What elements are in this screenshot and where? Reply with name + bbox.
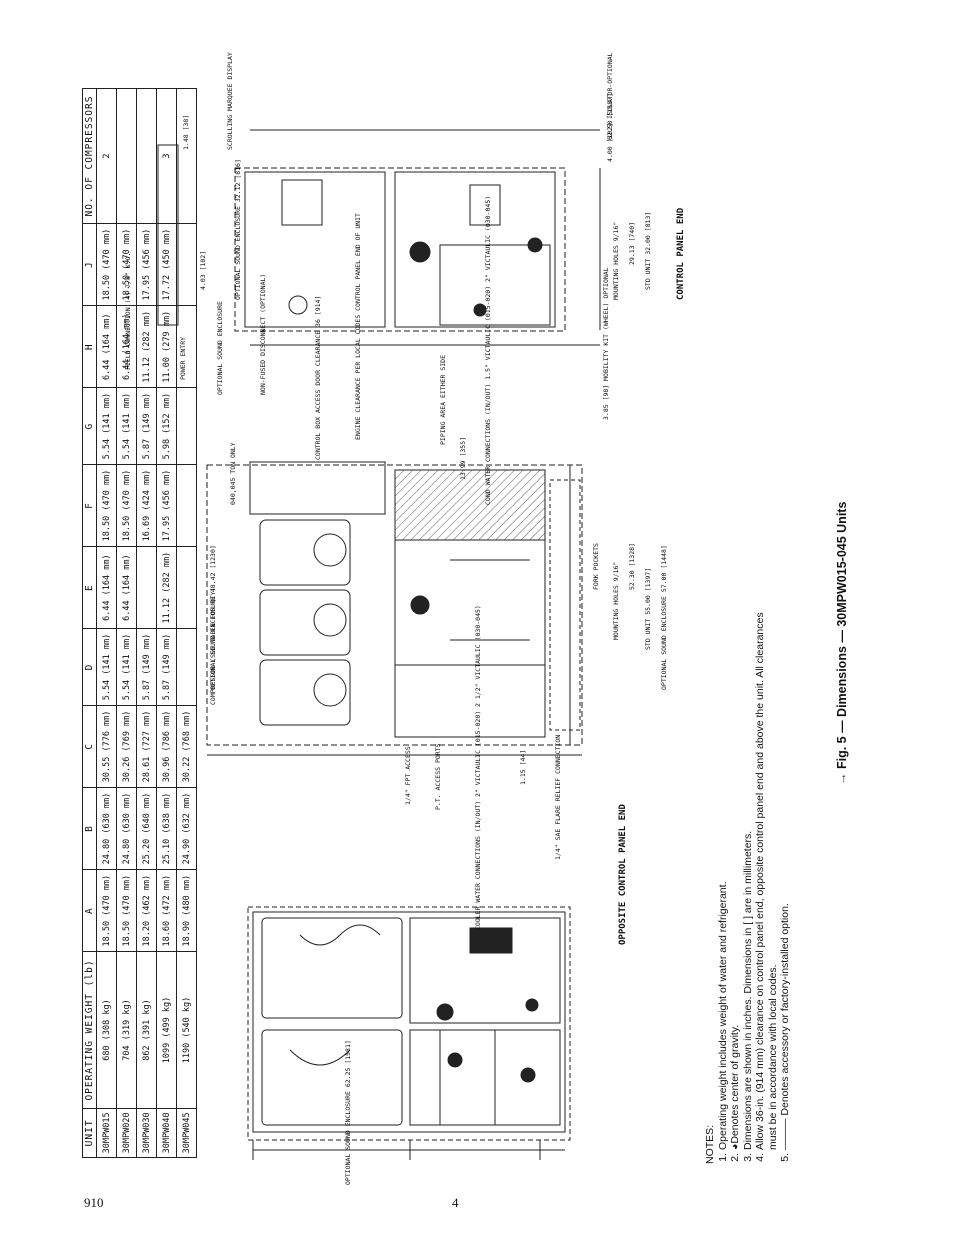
callout-label: 1.15 [44] [519,750,527,785]
note-item: ——— Denotes accessory or factory-install… [779,544,792,1150]
callout-label: MOUNTING HOLES 9/16" [612,222,620,300]
opposite-control-panel-end-view [247,906,571,1160]
side-view [206,461,583,756]
callout-label: FORK POCKETS [592,543,600,590]
notes-heading: NOTES: [704,1124,716,1164]
callout-label: 1/4" FPT ACCESS [404,746,412,805]
opposite-view-title: OPPOSITE CONTROL PANEL END [618,804,628,945]
note-item: Allow 36-in. (914 mm) clearance on contr… [754,590,779,1150]
drawing-callouts: COMPRESSOR (SEE TABLE FOR QTY) 040,045 T… [124,52,668,1185]
callout-label: FIELD CONNECTION (4) 7/8" K.O. [124,253,132,370]
callout-label: 52.30 [1328] [628,543,636,590]
callout-label: SCROLLING MARQUEE DISPLAY [226,52,234,150]
callout-label: 13.99 [355] [459,437,467,480]
callout-label: STD UNIT 32.00 [813] [644,212,652,290]
callout-label: OPTIONAL SOUND ENCLOSURE 32.12 [816] [234,159,242,300]
callout-label: OPTIONAL SOUND ENCLOSURE [216,301,224,395]
footer-code: 910 [84,1195,104,1210]
center-of-gravity-icon: ◕ [729,1143,741,1150]
callout-label: 62.50 [1587] [606,93,614,140]
callout-label: 1/4" SAE FLARE RELIEF CONNECTION [554,735,562,860]
callout-label: COOLER WATER CONNECTIONS (IN/OUT) 2" VIC… [474,605,482,930]
callout-label: 4.03 [102] [199,251,207,290]
callout-label: 040,045 TON ONLY [229,442,237,505]
callout-label: OPTIONAL SOUND ENCLOSURE 62.25 [1581] [344,1040,352,1185]
callout-label: MOUNTING HOLES 9/16" [612,562,620,640]
callout-label: 3.85 [98] MOBILITY KIT (WHEEL) OPTIONAL [602,267,610,420]
control-panel-end-view [157,129,601,346]
callout-label: 29.13 [740] [628,222,636,265]
callout-label: 4.00 [102] ISOLATOR-OPTIONAL [606,52,614,162]
callout-label: OPTIONAL SOUND ENCLOSURE 48.42 [1230] [209,545,217,690]
callout-label: 1.48 [38] [182,115,190,150]
note-item: Dimensions are shown in inches. Dimensio… [742,544,755,1150]
callout-label: P.T. ACCESS PORTS [434,743,442,810]
notes-block: NOTES: Operating weight includes weight … [704,544,792,1164]
callout-label: NON-FUSED DISCONNECT (OPTIONAL) [259,274,267,395]
page-number: 4 [452,1195,459,1210]
callout-label: STD UNIT 55.00 [1397] [644,568,652,650]
callout-label: ENGINE CLEARANCE PER LOCAL CODES CONTROL… [354,213,362,440]
note-item: Operating weight includes weight of wate… [717,544,730,1150]
control-view-title: CONTROL PANEL END [676,207,686,300]
note-item: ◕Denotes center of gravity. [729,544,742,1150]
callout-label: PIPING AREA EITHER SIDE [439,355,447,445]
callout-label: CONTROL BOX ACCESS DOOR CLEARANCE 36 [91… [314,296,322,460]
callout-label: OPTIONAL SOUND ENCLOSURE 57.00 [1448] [660,545,668,690]
callout-label: POWER ENTRY [179,337,187,380]
figure-title: → Fig. 5 — Dimensions — 30MPW015-045 Uni… [835,501,849,785]
callout-label: COND WATER CONNECTIONS (IN/OUT) 1.5" VIC… [484,196,492,505]
callout-label: COMPRESSOR (SEE TABLE FOR QTY) [209,588,217,705]
